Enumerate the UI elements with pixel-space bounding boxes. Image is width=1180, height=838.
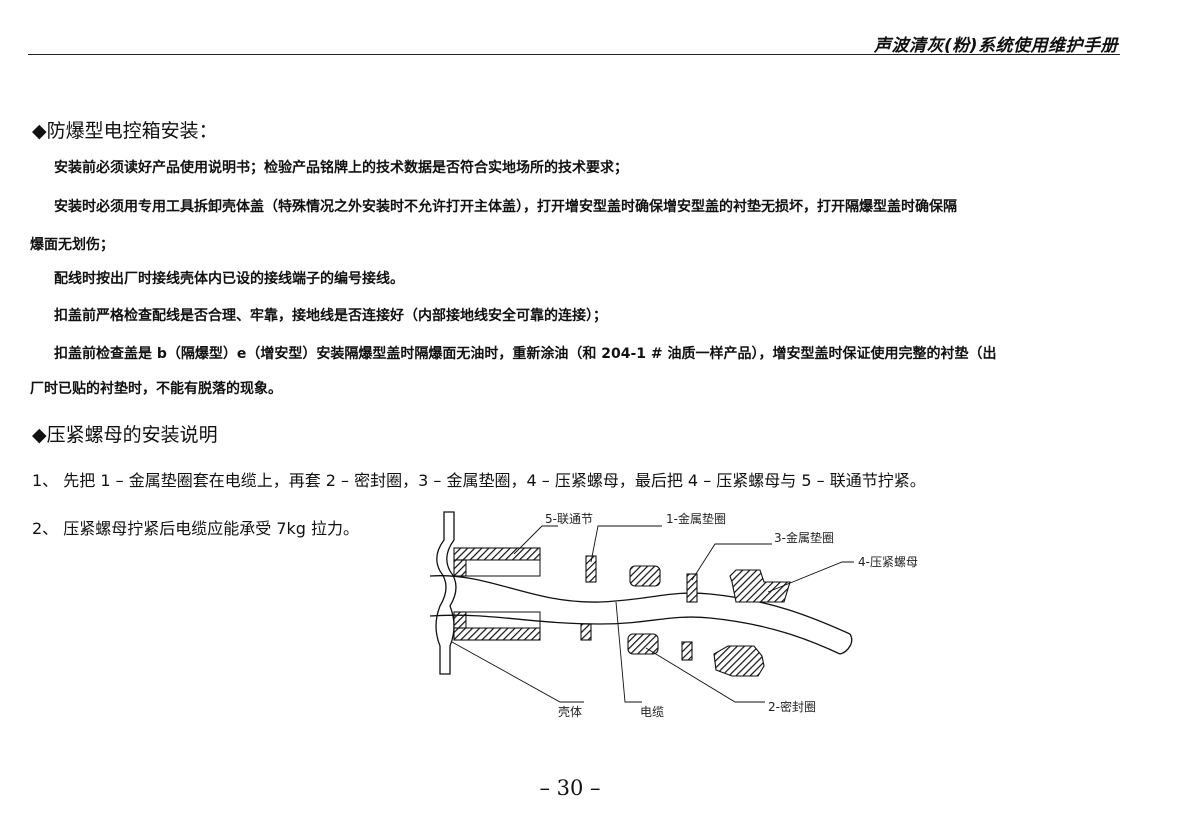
section1-line-5: 扣盖前严格检查配线是否合理、牢靠，接地线是否连接好（内部接地线安全可靠的连接）； bbox=[54, 308, 607, 324]
section1-line-3: 爆面无划伤； bbox=[30, 237, 114, 253]
section2-item-1: 1、 先把 1 – 金属垫圈套在电缆上，再套 2 – 密封圈，3 – 金属垫圈，… bbox=[32, 471, 926, 490]
label-seal-ring: 2-密封圈 bbox=[768, 699, 816, 714]
cable-gland-diagram: 5-联通节 1-金属垫圈 3-金属垫圈 4-压紧螺母 壳体 电缆 2-密封圈 bbox=[429, 511, 918, 719]
page-number: – 30 – bbox=[539, 776, 601, 800]
section1-heading: ◆防爆型电控箱安装： bbox=[32, 120, 218, 142]
section2-heading: ◆压紧螺母的安装说明 bbox=[32, 424, 218, 446]
section1-line-4: 配线时按出厂时接线壳体内已设的接线端子的编号接线。 bbox=[54, 271, 404, 287]
label-cable: 电缆 bbox=[640, 705, 664, 719]
label-washer-1: 1-金属垫圈 bbox=[666, 511, 726, 526]
label-compression-nut: 4-压紧螺母 bbox=[858, 555, 918, 569]
section1-line-2: 安装时必须用专用工具拆卸壳体盖（特殊情况之外安装时不允许打开主体盖），打开增安型… bbox=[54, 199, 957, 215]
label-union-fitting: 5-联通节 bbox=[545, 512, 593, 526]
section2-item-2: 2、 压紧螺母拧紧后电缆应能承受 7kg 拉力。 bbox=[32, 519, 360, 538]
section1-line-7: 厂时已贴的衬垫时，不能有脱落的现象。 bbox=[30, 381, 282, 397]
header-title: 声波清灰(粉)系统使用维护手册 bbox=[873, 36, 1118, 56]
section1-line-6: 扣盖前检查盖是 b（隔爆型）e（增安型）安装隔爆型盖时隔爆面无油时，重新涂油（和… bbox=[54, 346, 997, 362]
cable bbox=[429, 575, 853, 655]
label-housing: 壳体 bbox=[558, 705, 582, 719]
union-fitting bbox=[453, 547, 541, 641]
label-washer-3: 3-金属垫圈 bbox=[774, 530, 834, 545]
section1-line-1: 安装前必须读好产品使用说明书；检验产品铭牌上的技术数据是否符合实地场所的技术要求… bbox=[54, 160, 628, 176]
compression-nut bbox=[713, 569, 791, 677]
washer-1 bbox=[580, 555, 597, 641]
leader-lines bbox=[451, 525, 854, 703]
washer-3 bbox=[681, 573, 698, 661]
seal-ring bbox=[627, 565, 661, 655]
housing-wall bbox=[435, 511, 457, 675]
header-rule bbox=[28, 54, 1120, 55]
